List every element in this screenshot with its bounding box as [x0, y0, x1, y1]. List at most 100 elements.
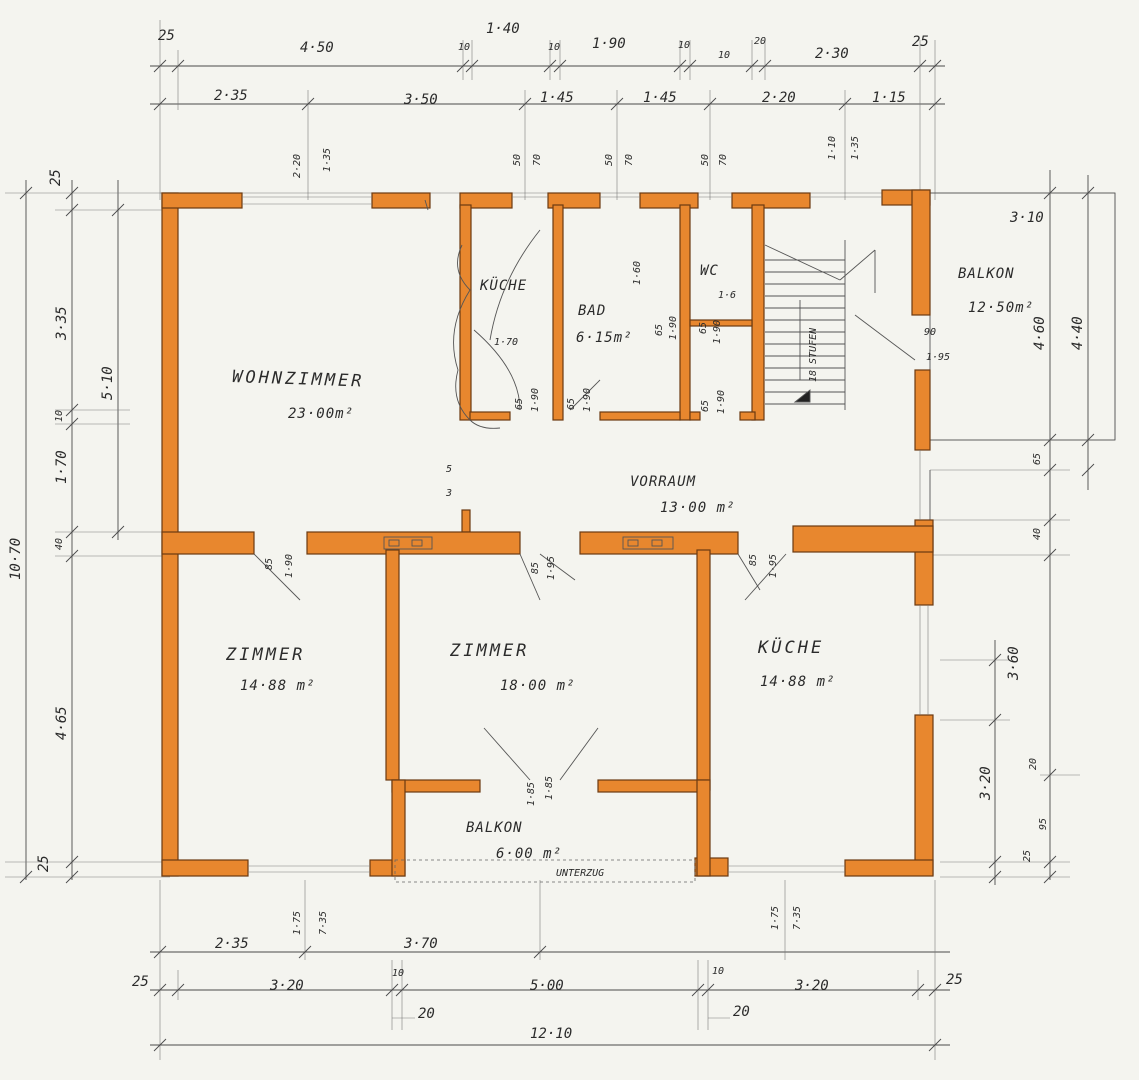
balkon-right-outline — [929, 192, 1116, 520]
door-swings — [253, 229, 787, 781]
dim-wc-size: 1·6 — [718, 290, 736, 301]
dim-bottom-outer-0: 25 — [132, 974, 149, 990]
dim-window-top-0-b: 1·35 — [322, 148, 333, 172]
dim-left-outer-0: 25 — [48, 169, 64, 186]
dim-window-top-0-a: 2·20 — [292, 154, 303, 178]
dim-total-width: 12·10 — [530, 1026, 572, 1042]
dim-door-r2-1-b: 1·95 — [546, 556, 557, 580]
unterzug-label: UNTERZUG — [556, 868, 604, 879]
dim-door-r1-0-a: 65 — [514, 398, 525, 410]
dim-top-outer-8: 20 — [754, 36, 766, 47]
room-zimmer-mid-area: 18·00 m² — [500, 678, 575, 694]
dim-door-r1-2-b: 1·90 — [712, 320, 723, 344]
dim-bottom-outer-6: 25 — [946, 972, 963, 988]
dim-top-outer-4: 10 — [548, 42, 560, 53]
dim-door-r1-4-b: 1·90 — [668, 316, 679, 340]
dim-bottom-outer-2: 10 — [392, 968, 404, 979]
top-outer-labels: 25 4·50 10 1·40 10 1·90 10 10 20 2·30 25 — [158, 21, 929, 62]
dim-bottom-outer-3: 5·00 — [530, 978, 564, 994]
dim-bottom-inner-1: 3·70 — [403, 936, 438, 952]
dim-bottom-outer-1: 3·20 — [269, 978, 304, 994]
dim-window-top-4-b: 1·35 — [850, 136, 861, 160]
room-zimmer-left-area: 14·88 m² — [240, 678, 315, 694]
dim-window-top-3-b: 70 — [718, 154, 729, 166]
dim-right-1: 4·40 — [1070, 316, 1086, 350]
bottom-dimension-lines — [150, 880, 950, 1060]
room-balkon-right-label: BALKON — [958, 266, 1015, 282]
dim-right-5: 3·60 — [1006, 646, 1022, 681]
dim-window-top-3-a: 50 — [700, 154, 711, 166]
dim-door-r2-2-b: 1·95 — [768, 554, 779, 578]
dim-top-inner-1: 3·50 — [403, 92, 438, 108]
dim-door-r1-0-b: 1·90 — [530, 388, 541, 412]
dim-top-inner-5: 1·15 — [872, 90, 906, 106]
stufen-label: 18 STUFEN — [808, 327, 819, 382]
room-kueche-small-label: KÜCHE — [479, 276, 527, 294]
dim-right-7: 20 — [1028, 758, 1039, 770]
chimney-marks — [383, 536, 674, 550]
dim-bottom-inner-0: 2·35 — [215, 936, 249, 952]
room-wc-label: WC — [700, 263, 719, 279]
dim-window-top-1-a: 50 — [512, 154, 523, 166]
right-labels: 3·10 4·40 4·60 65 40 3·60 3·20 20 25 95 — [978, 210, 1086, 862]
room-wohnzimmer-area: 23·00m² — [288, 406, 354, 422]
dim-window-bottom-0-a: 1·75 — [292, 911, 303, 935]
room-bad-area: 6·15m² — [576, 330, 633, 346]
dim-top-outer-1: 4·50 — [300, 40, 334, 56]
dim-bottom-small-1: 20 — [733, 1004, 750, 1020]
dim-balkon-door-b: 1·85 — [544, 776, 555, 800]
room-kueche-big-area: 14·88 m² — [760, 674, 835, 690]
top-dimension-lines — [150, 20, 945, 200]
dim-door-r1-1-a: 65 — [566, 398, 577, 410]
dim-top-outer-10: 25 — [912, 34, 929, 50]
left-dimension-lines — [5, 180, 170, 884]
dim-window-top-2-b: 70 — [624, 154, 635, 166]
dim-window-top-4-a: 1·10 — [827, 136, 838, 160]
room-balkon-right-area: 12·50m² — [968, 300, 1034, 316]
dim-bad-height: 1·60 — [632, 261, 643, 285]
dim-bottom-small-0: 20 — [418, 1006, 435, 1022]
dim-stair-opening-a: 90 — [924, 327, 936, 338]
dim-door-r1-4-a: 65 — [654, 324, 665, 336]
dim-door-r1-3-b: 1·90 — [716, 390, 727, 414]
door-labels: 5 3 65 1·90 65 1·90 65 1·90 65 1·90 65 1… — [264, 316, 779, 806]
room-vorraum-label: VORRAUM — [630, 474, 696, 490]
bottom-labels: 2·35 3·70 25 3·20 10 5·00 10 3·20 25 20 … — [132, 936, 963, 1042]
dim-bottom-outer-5: 3·20 — [794, 978, 829, 994]
windows — [242, 196, 929, 873]
room-bad-label: BAD — [578, 303, 606, 319]
dim-top-outer-6: 10 — [678, 40, 690, 51]
dim-left-inner-1: 10 — [54, 410, 65, 422]
dim-top-outer-2: 10 — [458, 42, 470, 53]
dim-window-bottom-0-b: 7·35 — [318, 911, 329, 935]
dim-window-bottom-1-b: 7·35 — [792, 906, 803, 930]
dim-top-inner-0: 2·35 — [214, 88, 248, 104]
dim-bottom-outer-4: 10 — [712, 966, 724, 977]
dim-window-top-1-b: 70 — [532, 154, 543, 166]
room-wohnzimmer-label: WOHNZIMMER — [232, 367, 365, 392]
dim-stair-opening-b: 1·95 — [926, 352, 950, 363]
dim-door-r2-2-a: 85 — [748, 554, 759, 566]
room-zimmer-left-label: ZIMMER — [225, 645, 305, 665]
dim-top-inner-3: 1·45 — [643, 90, 677, 106]
right-dimension-lines — [930, 170, 1116, 885]
staircase — [764, 240, 916, 410]
dim-right-6: 3·20 — [978, 766, 994, 801]
dim-door-r2-0-a: 85 — [264, 558, 275, 570]
dim-left-inner-3: 40 — [54, 538, 65, 550]
dim-right-4: 40 — [1032, 528, 1043, 540]
dim-window-bottom-1-a: 1·75 — [770, 906, 781, 930]
dim-right-3: 65 — [1032, 453, 1043, 465]
room-zimmer-mid-label: ZIMMER — [449, 641, 529, 661]
dim-top-outer-3: 1·40 — [486, 21, 520, 37]
window-top-labels: 2·20 1·35 50 70 50 70 50 70 1·10 1·35 — [292, 136, 861, 178]
dim-wohn-door-b: 3 — [445, 488, 452, 499]
left-labels: 25 10·70 3·35 10 1·70 40 4·65 25 5·10 — [8, 169, 116, 872]
dim-door-r2-1-a: 85 — [530, 562, 541, 574]
room-vorraum-area: 13·00 m² — [660, 500, 735, 516]
dim-top-outer-0: 25 — [158, 28, 175, 44]
unterzug-beam — [394, 859, 696, 883]
dim-top-outer-9: 2·30 — [815, 46, 849, 62]
walls — [161, 189, 934, 877]
